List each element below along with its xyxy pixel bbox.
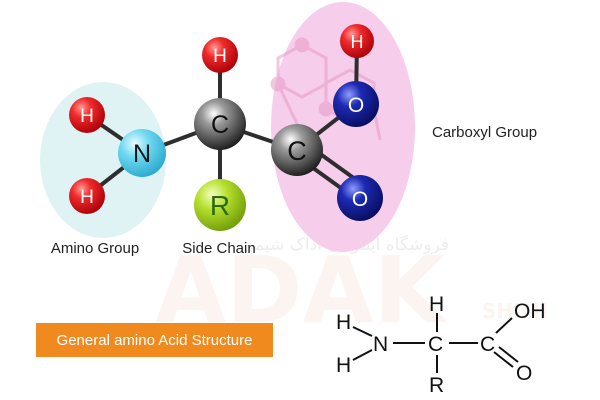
formula-h-upper: H <box>336 311 351 334</box>
atom-o-upper-symbol: O <box>348 94 364 117</box>
atom-h-n-upper-symbol: H <box>80 106 94 127</box>
formula-h-top: H <box>429 293 444 316</box>
formula-bond-c-oh <box>495 317 513 334</box>
atom-c-carboxyl: C <box>271 124 323 176</box>
atom-h-n-upper: H <box>69 97 105 133</box>
atom-h-oh-symbol: H <box>351 32 364 52</box>
atom-h-n-lower: H <box>69 178 105 214</box>
atom-n: N <box>118 129 166 177</box>
formula-bond-c-o-b <box>498 346 519 363</box>
atom-h-n-lower-symbol: H <box>80 187 94 208</box>
formula-bond-h-n-lower <box>352 349 373 361</box>
formula-c-carboxyl: C <box>480 333 495 356</box>
formula-r: R <box>429 374 444 397</box>
atom-r-symbol: R <box>210 190 230 221</box>
formula-bond-c-o-a <box>493 351 514 368</box>
atoms-3d: H H H N C R C H <box>69 24 383 231</box>
atom-h-top: H <box>202 37 238 73</box>
formula-bond-h-n-upper <box>352 326 373 337</box>
atom-c-alpha: C <box>194 98 246 150</box>
structure-banner-label: General amino Acid Structure <box>56 331 253 349</box>
amino-group-label: Amino Group <box>51 240 139 257</box>
formula-bonds <box>352 313 519 373</box>
atom-n-symbol: N <box>133 140 151 168</box>
formula-h-lower: H <box>336 354 351 377</box>
structural-formula: H H N H C R C OH O <box>336 293 546 397</box>
atom-c-carboxyl-symbol: C <box>287 136 307 166</box>
formula-oh: OH <box>514 300 546 323</box>
side-chain-label: Side Chain <box>182 240 255 257</box>
atom-o-lower: O <box>337 175 383 221</box>
watermark-brand-small: SHIMI <box>482 299 548 323</box>
atom-c-alpha-symbol: C <box>211 111 229 139</box>
atom-h-oh: H <box>340 24 374 58</box>
atom-o-lower-symbol: O <box>352 188 368 211</box>
structure-banner: General amino Acid Structure <box>36 323 273 357</box>
atom-o-upper: O <box>333 81 379 127</box>
formula-o: O <box>516 362 532 385</box>
formula-n: N <box>373 333 388 356</box>
atom-r: R <box>194 179 246 231</box>
formula-c-alpha: C <box>428 333 443 356</box>
atom-h-top-symbol: H <box>213 46 227 67</box>
carboxyl-group-label: Carboxyl Group <box>432 124 537 141</box>
